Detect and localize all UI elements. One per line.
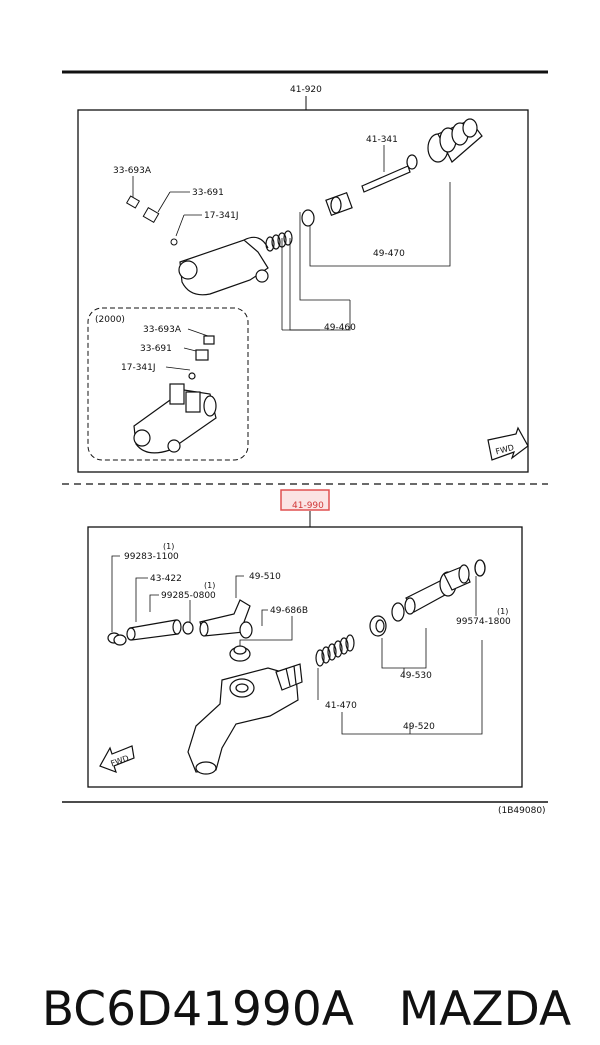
parts-diagram: 41-920 33-693A 33-691 17-341J 41-341 49-… [62,70,548,816]
hose-clamp-icon [107,632,127,646]
label-17-341j[interactable]: 17-341J [204,211,239,221]
label-99574-1800[interactable]: 99574-1800 [456,617,511,627]
hose-icon [126,619,182,641]
label-41-470[interactable]: 41-470 [325,701,357,711]
snap-ring-icon [474,559,486,577]
dust-boot-icon [427,118,483,163]
label-49-510[interactable]: 49-510 [249,572,281,582]
label-41-341[interactable]: 41-341 [366,135,398,145]
grommet-icon [229,645,251,662]
label-49-470-upper[interactable]: 49-470 [373,249,405,259]
master-cylinder-body [178,236,269,296]
label-99285-0800[interactable]: 99285-0800 [161,591,216,601]
caption-brand: MAZDA [398,982,572,1037]
label-49-520[interactable]: 49-520 [403,722,435,732]
reservoir-fitting-icon [199,599,253,639]
upper-frame [77,109,529,473]
fwd-arrow-lower: FWD [99,745,135,774]
label-99574-note: (1) [497,607,508,616]
label-99285-note: (1) [204,581,215,590]
spring-icon [265,230,293,252]
variant-box [87,307,249,461]
clamp-small-icon [182,621,194,635]
cylinder-body-lower [187,663,303,775]
lower-frame [87,526,523,788]
cup-seal-icon [369,602,405,637]
diagram-code: (1B49080) [498,806,546,816]
lower-assembly-label[interactable]: 41-990 [292,501,324,511]
piston-lower-icon [404,564,471,615]
piston-icon [301,191,353,227]
caption: BC6D41990A MAZDA [12,905,592,1037]
variant-cylinder [133,335,217,454]
upper-assembly-label: 41-920 [290,85,322,95]
highlight-box [280,489,330,511]
push-rod-icon [361,154,418,193]
variant-label-33-693a[interactable]: 33-693A [143,325,182,335]
variant-label-33-691[interactable]: 33-691 [140,344,172,354]
label-49-460[interactable]: 49-460 [324,323,356,333]
variant-label-17-341j[interactable]: 17-341J [121,363,156,373]
label-99283-1100[interactable]: 99283-1100 [124,552,179,562]
fwd-arrow-upper: FWD [487,426,529,461]
spring-lower-icon [315,634,355,667]
label-49-686b[interactable]: 49-686B [270,606,308,616]
caption-part-number: BC6D41990A [41,982,354,1037]
label-49-530[interactable]: 49-530 [400,671,432,681]
bleeder-screw-icon [125,195,178,246]
label-33-693a[interactable]: 33-693A [113,166,152,176]
label-33-691[interactable]: 33-691 [192,188,224,198]
label-43-422[interactable]: 43-422 [150,574,182,584]
label-99283-note: (1) [163,542,174,551]
variant-year-label: (2000) [95,315,125,325]
